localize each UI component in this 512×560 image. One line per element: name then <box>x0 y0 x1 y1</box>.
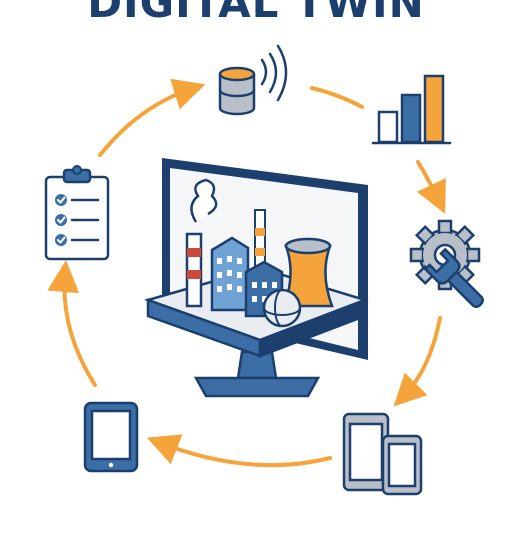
arrow-devices-to-tablet <box>146 434 332 468</box>
gear-wrench-icon <box>409 219 484 308</box>
tablet-icon <box>83 401 139 473</box>
bar-chart-icon <box>371 74 452 145</box>
arrow-gear-to-devices <box>393 316 442 407</box>
database-wireless-icon <box>218 44 288 116</box>
page-title: DIGITAL TWIN <box>87 0 425 27</box>
arrow-tablet-to-clipboard <box>47 260 97 387</box>
monitor-factory-icon <box>143 158 369 398</box>
arrow-chart-to-gear <box>416 160 446 214</box>
arrow-clipboard-to-database <box>98 78 206 157</box>
arrow-database-to-chart <box>310 86 364 109</box>
cycle-arrows <box>47 78 446 468</box>
clipboard-checklist-icon <box>44 165 110 261</box>
mobile-devices-icon <box>342 412 423 496</box>
